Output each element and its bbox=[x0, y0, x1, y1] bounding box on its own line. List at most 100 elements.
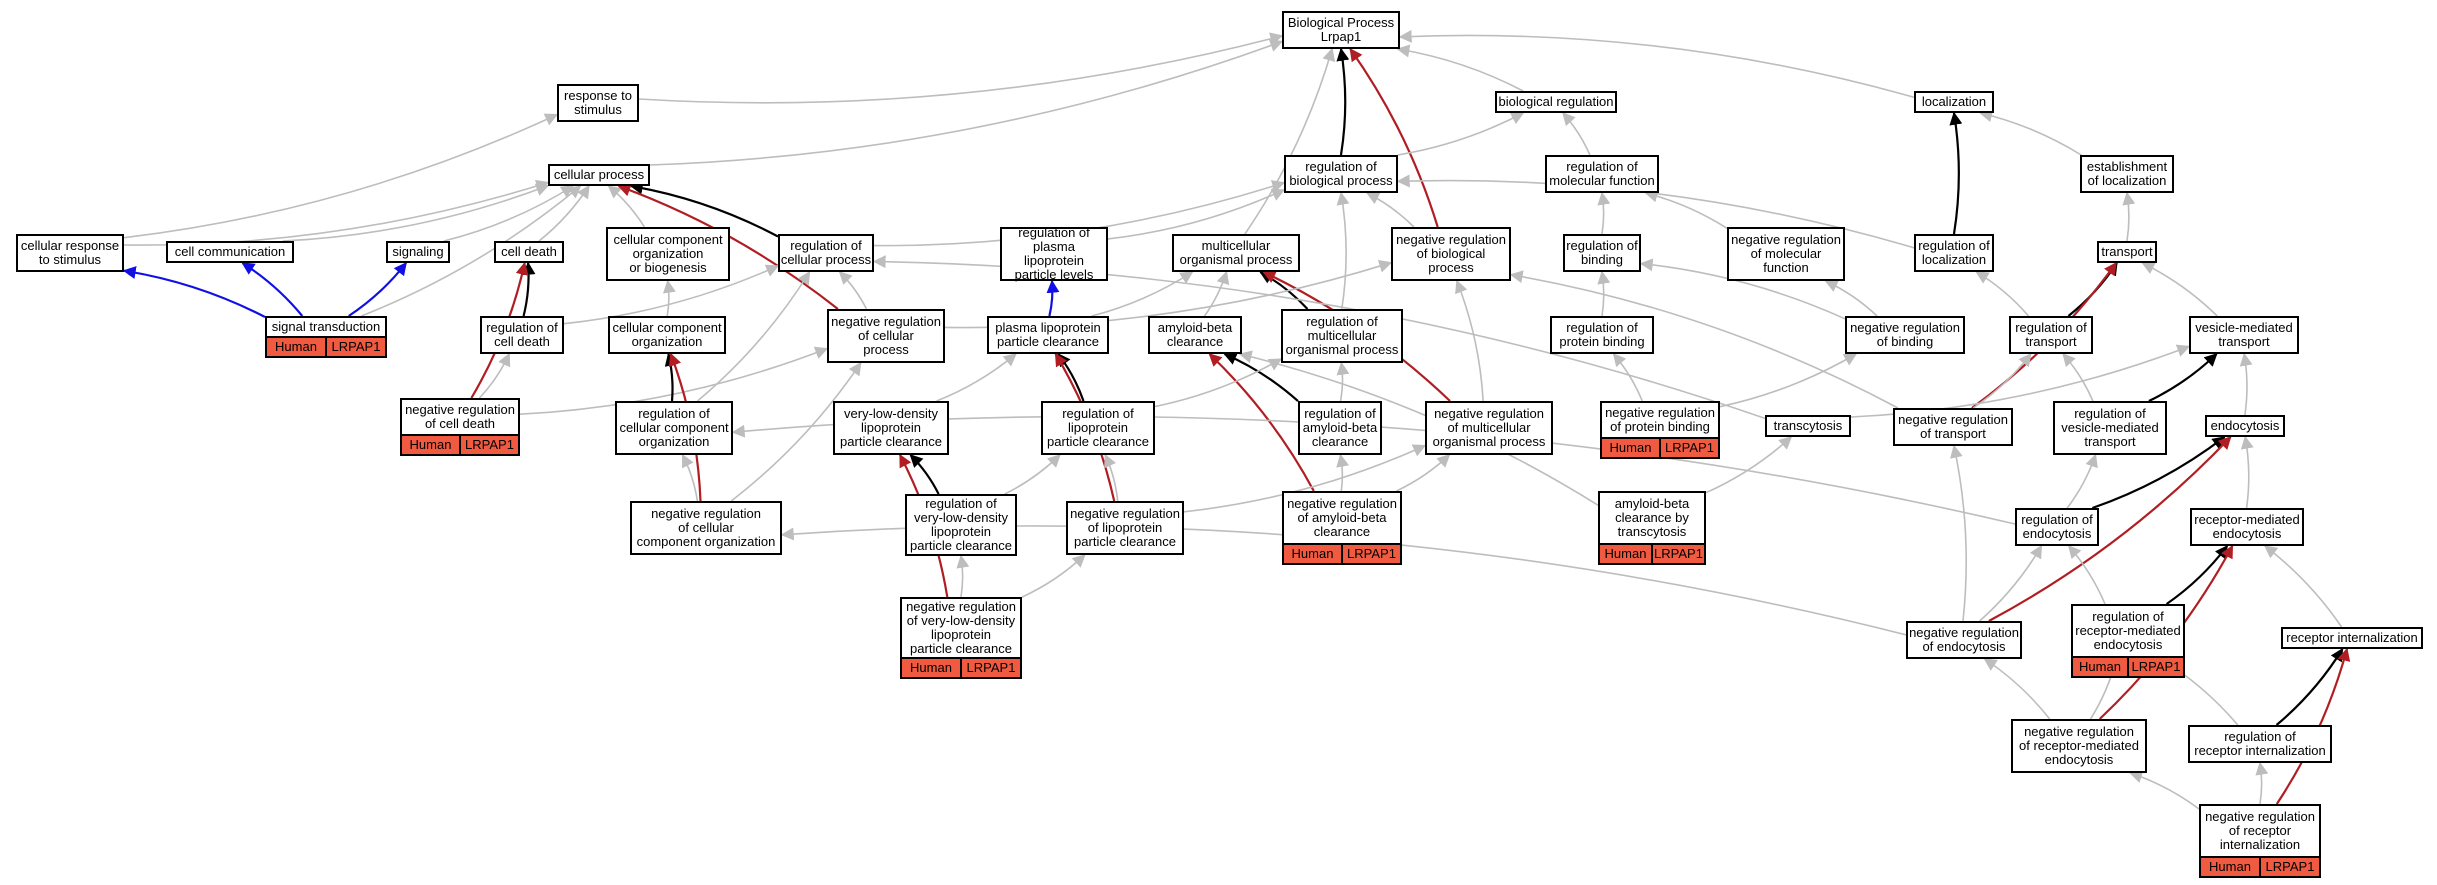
edge-reg_mol_func-to-bio_reg bbox=[1562, 112, 1591, 156]
edge-amyloid_transcyt-to-transcytosis bbox=[1705, 436, 1793, 494]
go-term-neg-reg-rme[interactable]: negative regulation of receptor-mediated… bbox=[2011, 719, 2147, 773]
go-term-reg-binding[interactable]: regulation of binding bbox=[1563, 234, 1641, 272]
edge-reg_transport-to-reg_loc bbox=[1975, 271, 2030, 317]
go-term-endocytosis[interactable]: endocytosis bbox=[2205, 415, 2285, 437]
edge-neg_reg_bio-to-reg_bio_proc bbox=[1365, 192, 1415, 228]
go-term-reg-amyloid[interactable]: regulation of amyloid-beta clearance bbox=[1298, 401, 1382, 455]
edge-neg_reg_mol-to-reg_mol_func bbox=[1644, 189, 1728, 229]
go-term-neg-reg-transport[interactable]: negative regulation of transport bbox=[1893, 408, 2013, 446]
go-term-neg-reg-cell-death[interactable]: negative regulation of cell death bbox=[400, 398, 520, 436]
edge-plasma_clear-to-multi_org bbox=[1091, 271, 1194, 317]
go-term-reg-transport[interactable]: regulation of transport bbox=[2009, 316, 2093, 354]
annotation-organism: Human bbox=[2201, 858, 2261, 876]
go-term-reg-receptor-intern[interactable]: regulation of receptor internalization bbox=[2188, 725, 2332, 763]
edge-localization-to-bp bbox=[1398, 29, 1915, 99]
edge-amyloid_clear-to-multi_org bbox=[1203, 270, 1230, 317]
edge-reg_cell_death-to-cell_death bbox=[522, 261, 536, 317]
go-term-cell-death[interactable]: cell death bbox=[494, 241, 564, 263]
go-term-amyloid-clear[interactable]: amyloid-beta clearance bbox=[1148, 316, 1242, 354]
go-term-neg-reg-receptor-intern[interactable]: negative regulation of receptor internal… bbox=[2199, 804, 2321, 858]
edge-reg_cell_proc-to-cell_proc bbox=[629, 181, 779, 238]
go-term-reg-cell-death[interactable]: regulation of cell death bbox=[480, 316, 564, 354]
edge-reg_bio_proc-to-bp bbox=[1336, 47, 1350, 156]
go-term-receptor-intern[interactable]: receptor internalization bbox=[2281, 627, 2423, 649]
go-term-neg-reg-vldl[interactable]: negative regulation of very-low-density … bbox=[900, 597, 1022, 659]
annotation-gene: LRPAP1 bbox=[2265, 859, 2315, 874]
go-term-neg-reg-cco[interactable]: negative regulation of cellular componen… bbox=[630, 501, 782, 555]
go-term-cell-resp[interactable]: cellular response to stimulus bbox=[16, 234, 124, 272]
go-term-neg-reg-multi[interactable]: negative regulation of multicellular org… bbox=[1425, 401, 1553, 455]
go-term-localization[interactable]: localization bbox=[1914, 91, 1994, 113]
edge-cell_resp-to-cell_proc bbox=[123, 179, 550, 246]
go-term-ccob[interactable]: cellular component organization or bioge… bbox=[606, 227, 730, 281]
go-term-bio-reg[interactable]: biological regulation bbox=[1495, 91, 1617, 113]
go-term-reg-vldl[interactable]: regulation of very-low-density lipoprote… bbox=[905, 494, 1017, 556]
annotation-organism: Human bbox=[1600, 545, 1653, 563]
go-term-neg-reg-endo[interactable]: negative regulation of endocytosis bbox=[1906, 621, 2022, 659]
go-term-transport[interactable]: transport bbox=[2097, 241, 2157, 263]
go-term-reg-cco[interactable]: regulation of cellular component organiz… bbox=[615, 401, 733, 455]
edge-neg_reg_multi-to-neg_reg_bio bbox=[1455, 279, 1484, 402]
edge-neg_reg_cell_proc-to-reg_cell_proc bbox=[838, 271, 868, 310]
edge-cell_resp-to-resp_stim bbox=[123, 113, 559, 239]
go-term-resp-stim[interactable]: response to stimulus bbox=[557, 84, 639, 122]
go-term-reg-lipo-clear[interactable]: regulation of lipoprotein particle clear… bbox=[1041, 401, 1155, 455]
go-term-cell-comm[interactable]: cell communication bbox=[166, 241, 294, 263]
go-term-multi-org[interactable]: multicellular organismal process bbox=[1172, 234, 1300, 272]
go-term-neg-reg-lipo[interactable]: negative regulation of lipoprotein parti… bbox=[1066, 501, 1184, 555]
go-term-cell-proc[interactable]: cellular process bbox=[548, 164, 650, 186]
edge-signal_trans-to-cell_proc bbox=[361, 185, 582, 317]
go-term-reg-vesicle[interactable]: regulation of vesicle-mediated transport bbox=[2053, 401, 2167, 455]
go-term-reg-mol-func[interactable]: regulation of molecular function bbox=[1545, 155, 1659, 193]
edge-reg_endocytosis-to-endocytosis bbox=[2092, 436, 2226, 510]
edge-reg_lipo_clear-to-reg_multi_org bbox=[1154, 358, 1283, 408]
go-term-neg-reg-prot-bind[interactable]: negative regulation of protein binding bbox=[1600, 401, 1720, 439]
go-term-reg-bio-proc[interactable]: regulation of biological process bbox=[1284, 155, 1398, 193]
annotation-badge: Human LRPAP1 bbox=[2199, 856, 2321, 878]
edge-reg_loc-to-localization bbox=[1949, 111, 1963, 235]
go-term-rme[interactable]: receptor-mediated endocytosis bbox=[2190, 508, 2304, 546]
go-term-reg-cell-proc[interactable]: regulation of cellular process bbox=[778, 234, 874, 272]
edge-cell_death-to-cell_proc bbox=[538, 184, 590, 242]
edge-neg_reg_cco-to-neg_reg_cell_proc bbox=[730, 361, 862, 502]
go-term-transcytosis[interactable]: transcytosis bbox=[1765, 415, 1851, 437]
go-term-reg-endocytosis[interactable]: regulation of endocytosis bbox=[2015, 508, 2099, 546]
go-term-vesicle-transport[interactable]: vesicle-mediated transport bbox=[2189, 316, 2299, 354]
go-term-amyloid-transcyt[interactable]: amyloid-beta clearance by transcytosis bbox=[1598, 491, 1706, 545]
go-term-neg-reg-binding[interactable]: negative regulation of binding bbox=[1845, 316, 1965, 354]
go-term-cco[interactable]: cellular component organization bbox=[608, 316, 726, 354]
go-term-reg-multi-org[interactable]: regulation of multicellular organismal p… bbox=[1281, 309, 1403, 363]
go-term-reg-rme[interactable]: regulation of receptor-mediated endocyto… bbox=[2071, 604, 2185, 658]
annotation-gene: LRPAP1 bbox=[1665, 440, 1714, 455]
edge-vesicle_transport-to-transport bbox=[2141, 262, 2218, 317]
edge-reg_cco-to-reg_cell_proc bbox=[696, 270, 811, 402]
go-term-signaling[interactable]: signaling bbox=[386, 241, 450, 263]
go-term-plasma-clear[interactable]: plasma lipoprotein particle clearance bbox=[987, 316, 1109, 354]
go-term-reg-loc[interactable]: regulation of localization bbox=[1914, 234, 1994, 272]
go-term-reg-plasma-lev[interactable]: regulation of plasma lipoprotein particl… bbox=[1000, 226, 1108, 282]
edge-neg_reg_cell_proc-to-cell_proc bbox=[617, 183, 839, 310]
edge-neg_reg_binding-to-neg_reg_mol bbox=[1824, 280, 1878, 317]
edge-signaling-to-cell_proc bbox=[443, 185, 575, 242]
go-term-reg-prot-bind[interactable]: regulation of protein binding bbox=[1550, 316, 1654, 354]
go-term-neg-reg-bio[interactable]: negative regulation of biological proces… bbox=[1391, 227, 1511, 281]
go-term-neg-reg-cell-proc[interactable]: negative regulation of cellular process bbox=[827, 309, 945, 363]
go-term-bp[interactable]: Biological Process Lrpap1 bbox=[1282, 11, 1400, 49]
go-term-signal-trans[interactable]: signal transduction bbox=[265, 316, 387, 338]
edge-neg_reg_cco-to-reg_cco bbox=[681, 453, 699, 502]
edge-neg_reg_vldl-to-reg_vldl bbox=[956, 554, 970, 598]
edge-reg_rme-to-rme bbox=[2165, 544, 2229, 605]
go-term-est-loc[interactable]: establishment of localization bbox=[2080, 155, 2174, 193]
go-term-neg-reg-amyloid[interactable]: negative regulation of amyloid-beta clea… bbox=[1282, 491, 1402, 545]
edge-reg_multi_org-to-reg_bio_proc bbox=[1336, 191, 1350, 310]
annotation-gene: LRPAP1 bbox=[331, 339, 381, 354]
annotation-organism: Human bbox=[402, 436, 461, 454]
edge-bio_reg-to-bp bbox=[1396, 44, 1524, 92]
edge-neg_reg_prot_bind-to-reg_prot_bind bbox=[1612, 353, 1644, 402]
go-term-neg-reg-mol[interactable]: negative regulation of molecular functio… bbox=[1727, 227, 1845, 281]
go-term-vldl-clear[interactable]: very-low-density lipoprotein particle cl… bbox=[833, 401, 949, 455]
